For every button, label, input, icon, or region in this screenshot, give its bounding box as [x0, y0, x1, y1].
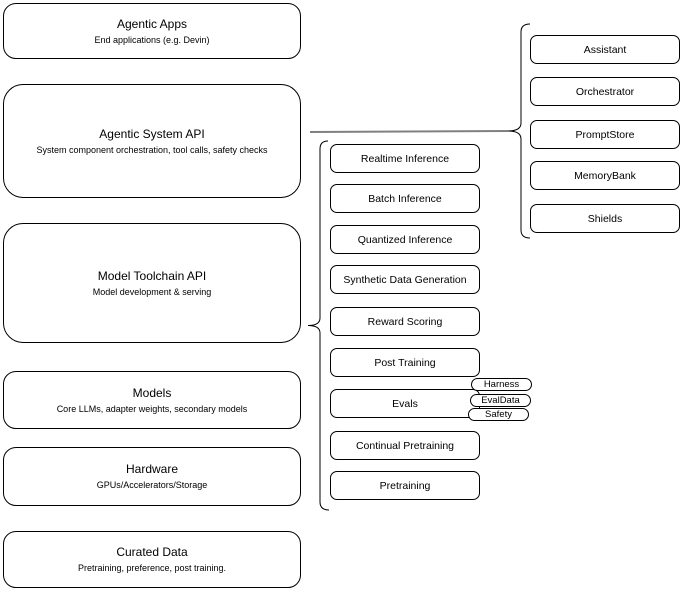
tag-label: Safety	[485, 409, 512, 420]
item-label: Synthetic Data Generation	[343, 273, 467, 286]
item-label: Post Training	[374, 356, 436, 369]
toolchain-item-continual-pretraining: Continual Pretraining	[330, 431, 480, 460]
eval-tag-evaldata: EvalData	[470, 394, 531, 407]
layer-subtitle: System component orchestration, tool cal…	[36, 144, 268, 155]
layer-agentic-system-api: Agentic System API System component orch…	[3, 84, 301, 198]
layer-subtitle: Pretraining, preference, post training.	[77, 563, 227, 573]
layer-model-toolchain-api: Model Toolchain API Model development & …	[3, 223, 301, 343]
layer-title: Hardware	[125, 462, 179, 476]
item-label: Realtime Inference	[360, 152, 450, 165]
system-item-memorybank: MemoryBank	[530, 161, 680, 190]
item-label: Shields	[587, 212, 623, 225]
layer-subtitle: Core LLMs, adapter weights, secondary mo…	[56, 403, 248, 414]
layer-subtitle: Model development & serving	[92, 286, 212, 297]
toolchain-item-reward-scoring: Reward Scoring	[330, 307, 480, 336]
toolchain-item-synthetic-data-generation: Synthetic Data Generation	[330, 265, 480, 294]
item-label: Assistant	[583, 43, 627, 56]
system-item-assistant: Assistant	[530, 35, 680, 64]
item-label: Orchestrator	[575, 85, 635, 98]
eval-tag-harness: Harness	[471, 378, 532, 391]
layer-title: Curated Data	[116, 545, 188, 559]
layer-subtitle: End applications (e.g. Devin)	[94, 34, 210, 45]
layer-title: Agentic Apps	[116, 16, 188, 31]
api-to-system-connector-line	[309, 130, 509, 133]
toolchain-item-evals: Evals	[330, 389, 480, 418]
system-item-orchestrator: Orchestrator	[530, 77, 680, 106]
system-item-promptstore: PromptStore	[530, 120, 680, 149]
tag-label: EvalData	[481, 395, 520, 406]
layer-subtitle: GPUs/Accelerators/Storage	[96, 480, 208, 490]
system-item-shields: Shields	[530, 204, 680, 233]
item-label: Continual Pretraining	[355, 439, 455, 452]
system-group-brace	[507, 23, 531, 239]
item-label: Evals	[392, 397, 418, 410]
toolchain-item-realtime-inference: Realtime Inference	[330, 144, 480, 173]
layer-hardware: Hardware GPUs/Accelerators/Storage	[3, 447, 301, 506]
item-label: Pretraining	[379, 479, 431, 492]
layer-title: Models	[132, 385, 172, 400]
layer-curated-data: Curated Data Pretraining, preference, po…	[3, 531, 301, 588]
layer-title: Model Toolchain API	[97, 268, 207, 283]
item-label: PromptStore	[575, 128, 635, 141]
toolchain-item-quantized-inference: Quantized Inference	[330, 225, 480, 254]
toolchain-item-post-training: Post Training	[330, 348, 480, 377]
eval-tag-safety: Safety	[468, 408, 529, 421]
layer-agentic-apps: Agentic Apps End applications (e.g. Devi…	[3, 3, 301, 59]
toolchain-item-batch-inference: Batch Inference	[330, 184, 480, 213]
toolchain-group-brace	[307, 140, 330, 511]
item-label: Quantized Inference	[357, 233, 453, 246]
item-label: Batch Inference	[368, 192, 442, 205]
layer-title: Agentic System API	[99, 126, 205, 141]
toolchain-item-pretraining: Pretraining	[330, 471, 480, 500]
item-label: MemoryBank	[574, 169, 636, 182]
item-label: Reward Scoring	[367, 315, 443, 328]
layer-models: Models Core LLMs, adapter weights, secon…	[3, 371, 301, 429]
tag-label: Harness	[483, 379, 520, 390]
